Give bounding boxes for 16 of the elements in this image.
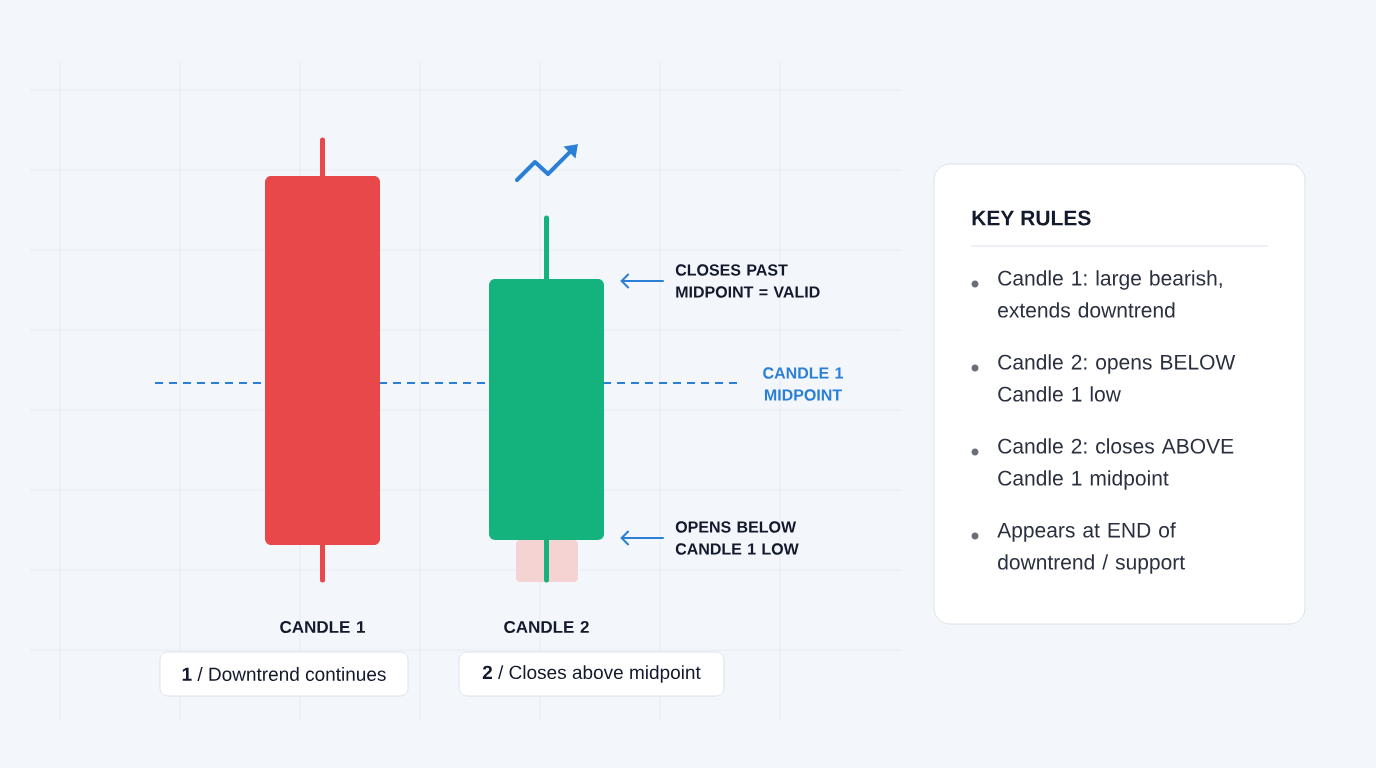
candle-label: CANDLE 1 xyxy=(280,620,365,633)
bullet-item: Candle 2: opens BELOW Candle 1 low xyxy=(971,354,1236,402)
arrow xyxy=(620,530,664,546)
bullet-item: Candle 1: large bearish, extends downtrend xyxy=(971,270,1222,318)
callout-text: CLOSES PAST MIDPOINT = VALID xyxy=(675,264,820,298)
bullet-item: Appears at END of downtrend / support xyxy=(971,522,1185,574)
callout-text: OPENS BELOW CANDLE 1 LOW xyxy=(675,521,799,555)
candle xyxy=(265,137,380,583)
caption-box: 2 / Closes above midpoint xyxy=(458,651,725,697)
candle-label: CANDLE 2 xyxy=(504,620,589,633)
panel-heading: KEY RULES xyxy=(972,210,1091,226)
midpoint-label: CANDLE 1 MIDPOINT xyxy=(763,367,843,401)
bullet-item: Candle 2: closes ABOVE Candle 1 midpoint xyxy=(971,438,1234,490)
candle xyxy=(489,215,604,583)
caption-box: 1 / Downtrend continues xyxy=(159,651,409,697)
arrow xyxy=(620,273,664,289)
